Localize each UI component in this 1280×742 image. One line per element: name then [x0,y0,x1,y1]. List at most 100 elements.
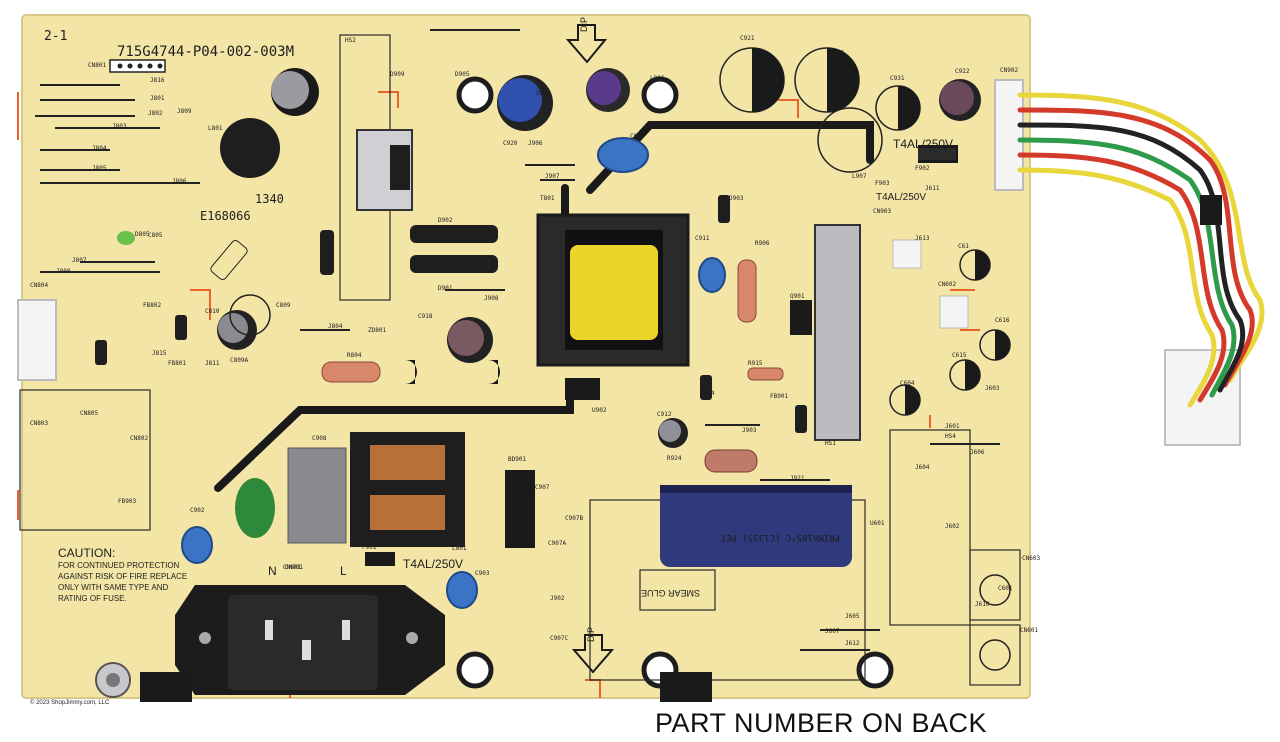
designator-cn805: CN805 [80,410,98,417]
dip-arrows [565,24,615,674]
designator-fb801: FB801 [168,360,186,367]
date-code: 1340 [255,192,284,206]
designator-cn804: CN804 [30,282,48,289]
dip-label-top: DIP [579,17,589,32]
designator-l801: L801 [452,545,467,552]
cn801-header [109,59,166,73]
designator-j805: J805 [92,165,107,172]
designator-hs4: HS4 [945,433,956,440]
inductor-l801 [220,118,280,178]
designator-j601: J601 [945,423,960,430]
designator-u601: U601 [870,520,885,527]
transformer-t801 [536,213,690,367]
designator-c907a: C907A [548,540,566,547]
designator-l907: L907 [852,173,867,180]
caution-title: CAUTION: [58,546,115,560]
designator-cn803: CN803 [30,420,48,427]
designator-c616: C616 [995,317,1010,324]
designator-hs1: HS1 [825,440,836,447]
designator-c907b: C907B [565,515,583,522]
designator-c921: C921 [740,35,755,42]
designator-c931: C931 [890,75,905,82]
designator-c900: C900 [630,133,645,140]
caution-line-1: FOR CONTINUED PROTECTION [58,561,180,570]
designator-l801: L801 [208,125,223,132]
designator-j811: J811 [205,360,220,367]
designator-cn903: CN903 [873,208,891,215]
designator-f903: F903 [875,180,890,187]
designator-c805: C805 [148,232,163,239]
designator-c907c: C907C [550,635,568,642]
designator-c902: C902 [190,507,205,514]
resistors [210,240,784,473]
designator-j605: J605 [845,613,860,620]
designator-bd901: BD901 [508,456,526,463]
designator-j808: J808 [56,268,71,275]
designator-d903: D903 [729,195,744,202]
cert-code: E168066 [200,209,251,223]
designator-j612: J612 [845,640,860,647]
designator-c809a: C809A [230,357,248,364]
designator-r915: R915 [748,360,763,367]
board-revision: 2-1 [44,29,67,44]
fuses [365,148,956,566]
designator-c912: C912 [657,411,672,418]
designator-r804: R804 [347,352,362,359]
cap-polarity-fills [752,48,1010,415]
designator-f902: F902 [915,165,930,172]
designator-j806: J806 [172,178,187,185]
designator-c920: C920 [503,140,518,147]
designator-j602: J602 [945,523,960,530]
designator-j603: J603 [985,385,1000,392]
designator-zd801: ZD801 [368,327,386,334]
designator-j613: J613 [915,235,930,242]
designator-d905: D905 [455,71,470,78]
fuse-rating-f902: T4AL/250V [893,137,953,151]
smear-glue-label: SMEAR GLUE [641,588,700,598]
designator-cn901: CN901 [283,564,301,571]
designator-j607: J607 [825,628,840,635]
designator-q901: Q901 [790,293,805,300]
designator-j902: J902 [550,595,565,602]
designator-j809: J809 [177,108,192,115]
designator-c809: C809 [276,302,291,309]
designator-c925: C925 [830,50,845,57]
designator-j901: J901 [535,90,550,97]
designator-fb802: FB802 [143,302,161,309]
heatsink [356,129,861,441]
designator-j906: J906 [528,140,543,147]
designator-c907: C907 [535,484,550,491]
designator-d909: D909 [390,71,405,78]
designator-d901: D901 [438,285,453,292]
designator-c908: C908 [312,435,327,442]
designator-j606: J606 [970,449,985,456]
wire-harness [1017,92,1265,408]
green-smd-part [117,231,135,245]
fuse-rating-f903: T4AL/250V [876,192,926,203]
green-varistor [235,478,275,538]
designator-f901: F901 [362,544,377,551]
designator-j807: J807 [72,257,87,264]
part-code: 715G4744-P04-002-003M [117,44,294,60]
mains-label-n: N [268,564,277,578]
designator-j816: J816 [150,77,165,84]
caution-line-3: ONLY WITH SAME TYPE AND [58,583,168,592]
designator-c604: C604 [900,380,915,387]
designator-cn901: CN901 [285,564,303,571]
bulk-cap-sleeve-text: PRIMA105°C (C1335) PET [720,532,840,542]
designator-j903: J903 [742,427,757,434]
designator-hs2: HS2 [345,37,356,44]
bottom-pads [140,672,712,702]
designator-d805: D805 [135,231,150,238]
ac-inlet [175,585,445,695]
designator-j804: J804 [92,145,107,152]
designator-cn601: CN601 [1020,627,1038,634]
designator-c601: C601 [998,585,1013,592]
designator-fb901: FB901 [770,393,788,400]
designator-l906: L906 [650,75,665,82]
common-mode-choke [350,432,465,547]
designator-labels: CN801J816J801J802J803J804J805J806J809L80… [30,35,1040,647]
caution-line-4: RATING OF FUSE. [58,594,127,603]
designator-j908: J908 [484,295,499,302]
